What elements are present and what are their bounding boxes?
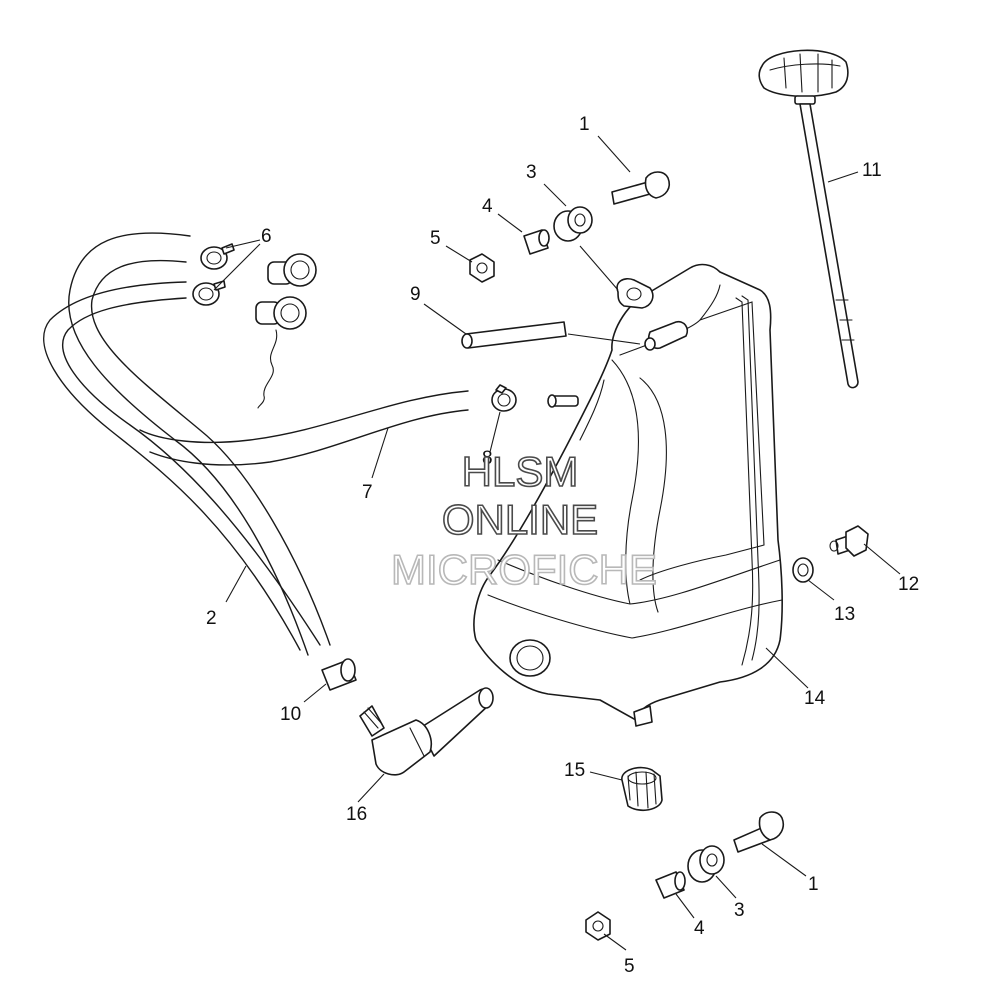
- spacer-upper: [523, 229, 550, 255]
- clamp-8: [491, 384, 517, 412]
- watermark: HLSM ONLINE MICROFICHE: [390, 447, 658, 594]
- callout-1-upper: 1: [579, 114, 590, 135]
- dipstick: [758, 49, 859, 389]
- sleeve-10: [321, 658, 357, 691]
- callout-16: 16: [346, 804, 367, 825]
- callout-6: 6: [261, 226, 272, 247]
- callout-10: 10: [280, 704, 301, 725]
- callout-14: 14: [804, 688, 826, 709]
- gasket: [792, 557, 814, 583]
- callout-1-lower: 1: [808, 874, 819, 895]
- barb-fitting: [547, 394, 579, 408]
- oil-tank: [473, 263, 783, 727]
- callout-9: 9: [410, 284, 421, 305]
- washer-lower: [687, 845, 725, 883]
- nut-upper: [469, 253, 495, 283]
- callout-11: 11: [862, 160, 882, 181]
- clamp-lower: [192, 280, 226, 306]
- callout-4-upper: 4: [482, 196, 493, 217]
- watermark-line-3: MICROFICHE: [391, 546, 657, 593]
- rubber-mount: [621, 766, 663, 812]
- callout-13: 13: [834, 604, 855, 625]
- elbow-fitting-16: [359, 687, 494, 776]
- callout-7: 7: [362, 482, 373, 503]
- clamp-upper: [200, 243, 235, 270]
- watermark-line-1: HLSM: [462, 448, 579, 495]
- washer-upper: [553, 206, 593, 242]
- callout-4-lower: 4: [694, 918, 705, 939]
- elbow-fitting-upper: [267, 253, 317, 287]
- callout-3-upper: 3: [526, 162, 537, 183]
- bolt-lower: [733, 811, 785, 853]
- leader-lines: [213, 135, 901, 951]
- vent-tube-9: [461, 321, 567, 349]
- callout-5-upper: 5: [430, 228, 441, 249]
- callout-5-lower: 5: [624, 956, 635, 977]
- hose-assembly: [43, 232, 469, 656]
- callout-8: 8: [482, 448, 493, 469]
- bolt-upper: [611, 171, 671, 205]
- callout-12: 12: [898, 574, 919, 595]
- callout-2: 2: [206, 608, 217, 629]
- watermark-line-2: ONLINE: [442, 496, 598, 543]
- callout-labels: 1 1 2 3 3 4 4 5 5 6 7 8 9 10 11 12 13 14…: [206, 114, 919, 977]
- callout-15: 15: [564, 760, 585, 781]
- callout-3-lower: 3: [734, 900, 745, 921]
- drain-plug: [829, 525, 869, 557]
- nut-lower: [585, 911, 611, 941]
- spacer-lower: [655, 871, 686, 899]
- elbow-fitting-lower: [255, 296, 307, 409]
